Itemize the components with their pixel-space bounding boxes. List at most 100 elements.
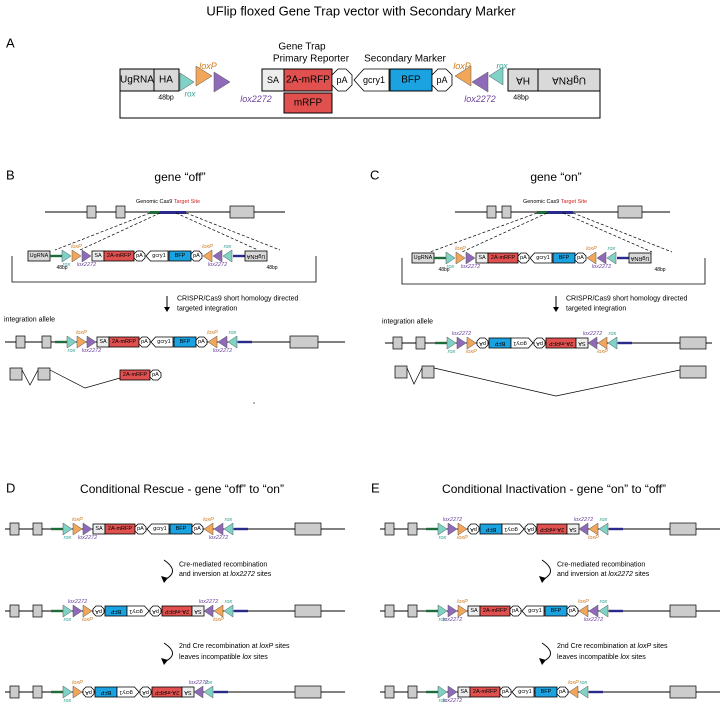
pa-label: pA (527, 526, 534, 532)
homology-bar (426, 690, 438, 694)
loxp-triangle (455, 251, 466, 265)
ugrna-label: UgRNA (30, 253, 49, 259)
exon-box (32, 685, 43, 699)
lox2272-label: lox2272 (443, 617, 462, 623)
sa-label: SA (460, 689, 468, 695)
panel-e-heading: Conditional Inactivation - gene “on” to … (442, 482, 666, 496)
gene-trap-label: Gene Trap (278, 42, 326, 53)
bfp-label: BFP (176, 526, 187, 532)
step-label: CRISPR/Cas9 short homology directed (566, 296, 687, 303)
loxp-label: loxP (82, 617, 93, 623)
loxp-label: loxP (72, 517, 83, 523)
lox2272-triangle (447, 685, 458, 699)
loxp-label: loxP (453, 61, 471, 71)
allele-label: integration allele (382, 319, 433, 326)
exon-box (669, 685, 697, 699)
lox2272-triangle (82, 522, 93, 536)
pa-label: pA (141, 339, 148, 345)
pa-label: pA (136, 253, 143, 259)
mrfp-label: 2A-mRFP (286, 75, 330, 86)
exon-box (407, 604, 418, 618)
pa-label: pA (559, 689, 566, 695)
loxp-label: loxP (466, 349, 477, 355)
sa-label: SA (267, 75, 279, 85)
homology-bar (51, 690, 63, 694)
rox-triangle (446, 336, 457, 350)
ugrna-label: UgRNA (246, 253, 265, 259)
rox-triangle (437, 522, 448, 536)
rox-label: rox (68, 348, 76, 354)
sa-label: SA (470, 608, 478, 614)
loxp-triangle (454, 65, 472, 87)
bp48-label: 48bp (438, 267, 449, 273)
pa-label: pA (436, 75, 447, 85)
exon-box (15, 335, 26, 349)
lox2272-triangle (588, 604, 599, 618)
pa-octagon (476, 337, 489, 349)
homology-bar (589, 690, 603, 694)
sa-label: SA (478, 255, 486, 261)
pa-octagon (574, 252, 587, 264)
mrfp-alt-box (283, 92, 333, 114)
mrfp-alt-label: mRFP (294, 98, 323, 109)
lox2272-label: lox2272 (189, 680, 208, 686)
pa-octagon (431, 68, 453, 92)
connector-line (54, 212, 151, 251)
lox2272-label: lox2272 (574, 517, 593, 523)
down-arrow (553, 307, 559, 312)
lox2272-triangle (465, 251, 476, 265)
rox-triangle (437, 604, 448, 618)
loxp-label: loxP (199, 61, 217, 71)
promoter-arrow (145, 250, 169, 262)
exon-box (669, 522, 697, 536)
homology-bar (233, 254, 245, 258)
exon-box (415, 336, 426, 350)
exon-box (679, 336, 707, 350)
loxp-triangle (586, 251, 597, 265)
sa-label: SA (99, 339, 107, 345)
exon-box (617, 205, 643, 219)
lox2272-label: lox2272 (208, 262, 227, 268)
ugrna-box (628, 252, 652, 264)
rox-label: rox (448, 349, 456, 355)
lox2272-label: lox2272 (68, 599, 87, 605)
lox2272-triangle (212, 249, 223, 263)
pa-octagon (134, 523, 147, 535)
pa-octagon (331, 68, 353, 92)
loxp-triangle (72, 685, 83, 699)
pa-octagon (92, 605, 105, 617)
rox-triangle (223, 604, 234, 618)
mrfp-label: 2A-mRFP (155, 689, 179, 695)
primary-reporter-label: Primary Reporter (273, 54, 350, 65)
ha-box (153, 68, 180, 92)
loxp-triangle (466, 336, 477, 350)
rox-label: rox (225, 599, 233, 605)
step-label: targeted integration (566, 306, 626, 313)
lox2272-label: lox2272 (209, 535, 228, 541)
lox2272-triangle (81, 249, 92, 263)
exon-box (9, 367, 23, 381)
target-site-bar (537, 211, 573, 214)
homology-bar (214, 690, 228, 694)
ugrna-label: UgRNA (120, 75, 154, 86)
lox2272-triangle (72, 604, 83, 618)
mrfp-label: 2A-mRFP (165, 608, 189, 614)
lox2272-triangle (447, 522, 458, 536)
loxp-label: loxP (597, 349, 608, 355)
cre-step-label: Cre-mediated recombination (179, 562, 267, 569)
mrfp-label: 2A-mRFP (108, 526, 132, 532)
loxp-label: loxP (586, 246, 597, 252)
panel-d-heading: Conditional Rescue - gene “off” to “on” (80, 482, 284, 496)
pa-octagon (499, 686, 512, 698)
rox-label: rox (439, 535, 447, 541)
homology-bar (434, 256, 446, 260)
curved-arrow-head (161, 576, 168, 583)
pa-label: pA (85, 689, 92, 695)
homology-bar (234, 527, 248, 531)
loxp-triangle (202, 249, 213, 263)
loxp-label: loxP (72, 680, 83, 686)
loxp-triangle (207, 335, 218, 349)
lox2272-label: lox2272 (592, 264, 611, 270)
pa-label: pA (502, 689, 509, 695)
